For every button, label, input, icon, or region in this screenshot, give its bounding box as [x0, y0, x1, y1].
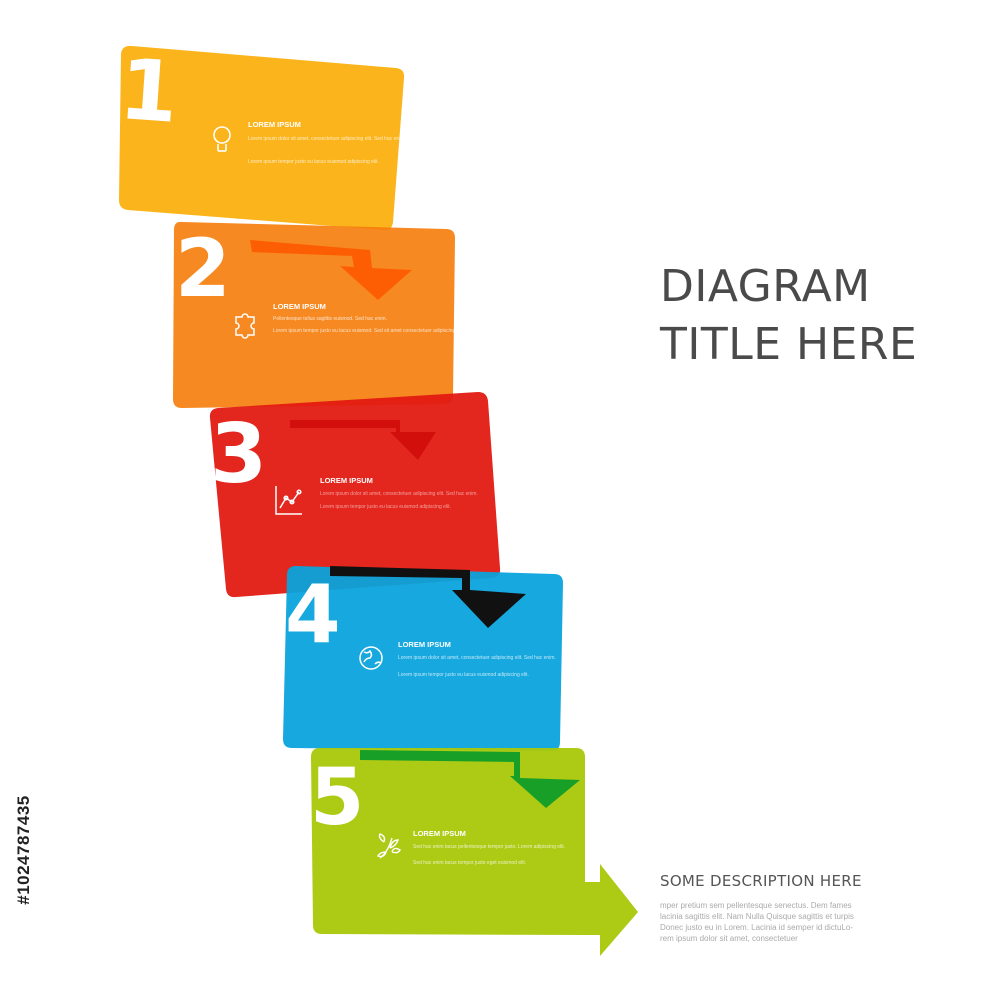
stock-id-label: #1024787435	[12, 760, 36, 940]
step-3: 3 LOREM IPSUM Lorem ipsum dolor sit amet…	[209, 392, 501, 598]
diagram-title-line-1: DIAGRAM	[660, 261, 871, 312]
step-2: 2 LOREM IPSUM Pellentesque tellus sagitt…	[173, 221, 464, 408]
description-line-3: Donec justo eu in Lorem. Lacinia id semp…	[660, 923, 853, 932]
step-1-card	[119, 45, 405, 231]
step-5: 5 LOREM IPSUM Sed hac enim lacus pellent…	[310, 748, 638, 956]
step-2-text-2: Lorem ipsum tempor justo eu lacus euismo…	[273, 328, 464, 334]
chart-icon	[275, 486, 302, 515]
step-5-card	[311, 748, 638, 956]
step-4-number: 4	[285, 568, 341, 661]
step-3-arrow	[290, 420, 436, 460]
step-3-heading: LOREM IPSUM	[320, 476, 373, 485]
description-heading: SOME DESCRIPTION HERE	[660, 872, 862, 890]
step-4: 4 LOREM IPSUM Lorem ipsum dolor sit amet…	[283, 566, 563, 751]
step-2-text-1: Pellentesque tellus sagittis euismod. Se…	[273, 316, 387, 322]
lightbulb-icon	[213, 126, 231, 152]
description: SOME DESCRIPTION HERE mper pretium sem p…	[660, 872, 890, 944]
step-1-number: 1	[116, 40, 181, 142]
step-5-text-2: Sed hac enim lacus tempor justo eget eui…	[413, 860, 526, 866]
step-2-number: 2	[175, 222, 231, 315]
step-2-arrow	[250, 240, 412, 300]
globe-icon	[359, 646, 383, 670]
stock-id-text: #1024787435	[14, 795, 33, 905]
leaves-icon	[377, 833, 401, 859]
step-4-heading: LOREM IPSUM	[398, 640, 451, 649]
diagram-title-line-2: TITLE HERE	[660, 319, 918, 370]
description-line-2: lacinia sagittis elit. Nam Nulla Quisque…	[660, 912, 854, 921]
step-5-arrow	[360, 750, 580, 808]
step-4-arrow	[330, 566, 526, 628]
step-4-text-2: Lorem ipsum tempor justo eu lacus euismo…	[398, 672, 529, 678]
puzzle-icon	[235, 313, 255, 339]
step-2-heading: LOREM IPSUM	[273, 302, 326, 311]
step-1: 1 LOREM IPSUM Lorem ipsum dolor sit amet…	[116, 40, 406, 231]
step-3-number: 3	[210, 407, 267, 502]
step-4-text-1: Lorem ipsum dolor sit amet, consectetuer…	[398, 655, 556, 661]
step-1-text-2: Lorem ipsum tempor justo eu lacus euismo…	[248, 159, 379, 165]
step-1-heading: LOREM IPSUM	[248, 120, 301, 129]
step-3-text-1: Lorem ipsum dolor sit amet, consectetuer…	[320, 491, 478, 497]
step-5-heading: LOREM IPSUM	[413, 829, 466, 838]
diagram-title: DIAGRAM TITLE HERE	[660, 258, 980, 374]
step-3-text-2: Lorem ipsum tempor justo eu lacus euismo…	[320, 504, 451, 510]
description-line-4: rem ipsum dolor sit amet, consectetuer	[660, 934, 798, 943]
step-1-text-1: Lorem ipsum dolor sit amet, consectetuer…	[248, 136, 406, 142]
step-2-card	[173, 221, 455, 408]
description-line-1: mper pretium sem pellentesque senectus. …	[660, 901, 852, 910]
step-5-number: 5	[310, 753, 364, 843]
step-5-text-1: Sed hac enim lacus pellentesque tempor j…	[413, 844, 565, 850]
